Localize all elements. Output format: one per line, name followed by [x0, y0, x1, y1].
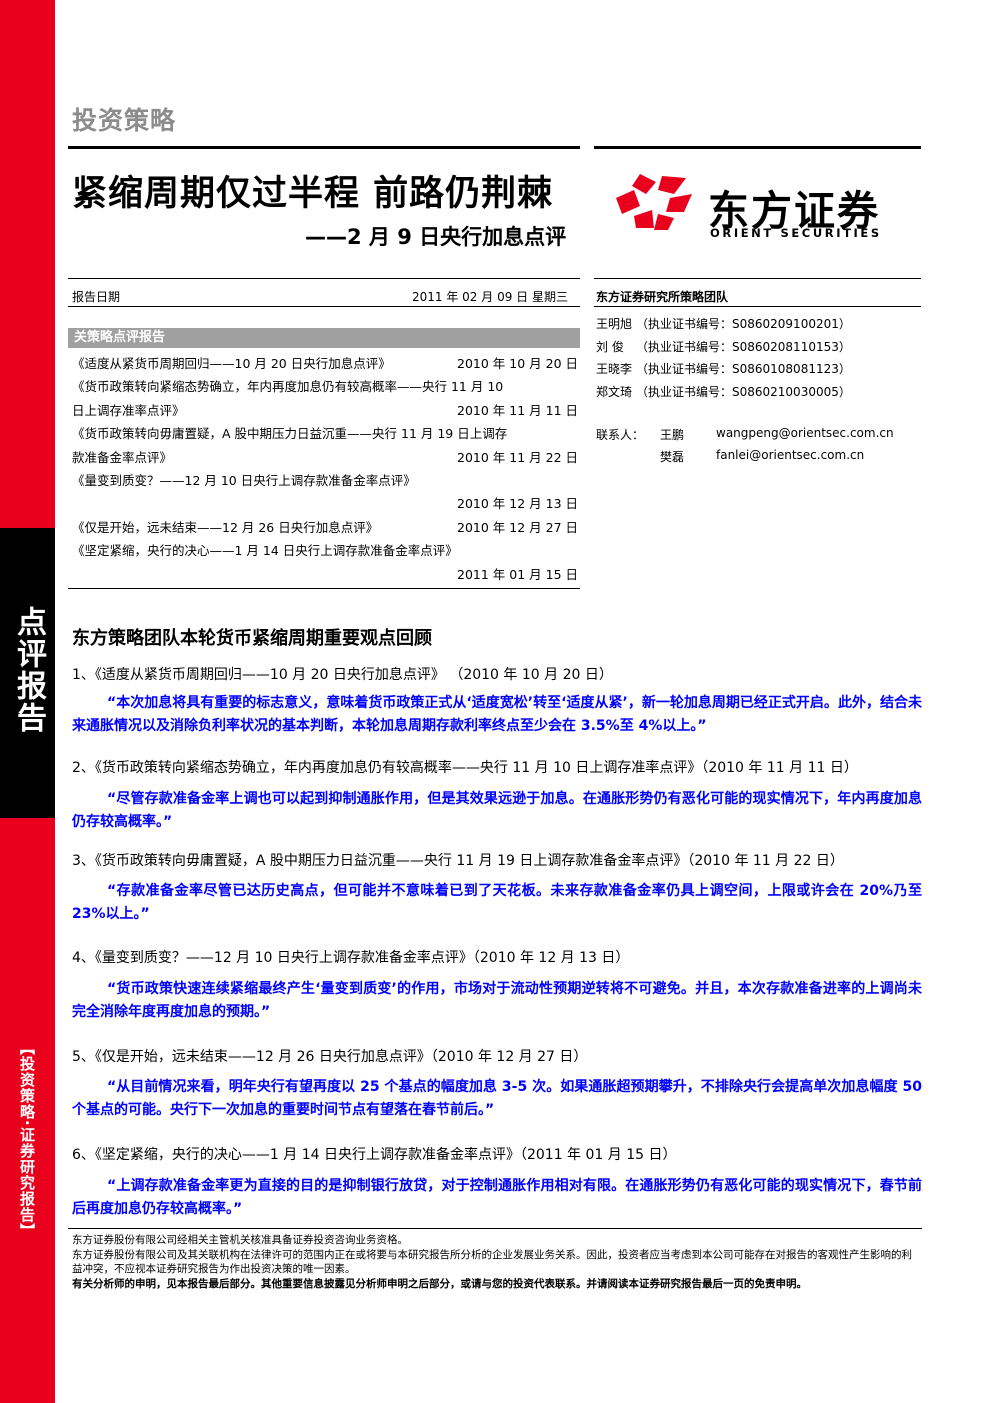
viewpoint-heading: 1、《适度从紧货币周期回归——10 月 20 日央行加息点评》 （2010 年 … — [72, 667, 613, 683]
section-title: 东方策略团队本轮货币紧缩周期重要观点回顾 — [72, 628, 432, 649]
report-category: 投资策略 — [72, 106, 177, 135]
related-report-line[interactable]: 《货币政策转向紧缩态势确立，年内再度加息仍有较高概率——央行 11 月 10 — [72, 375, 580, 398]
header-rule-right — [594, 146, 921, 149]
related-report-title: 《货币政策转向紧缩态势确立，年内再度加息仍有较高概率——央行 11 月 10 — [72, 379, 504, 395]
logo-name-en: ORIENT SECURITIES — [710, 226, 882, 240]
analyst-name: 郑文琦 — [596, 384, 633, 399]
disclaimer-line: 东方证券股份有限公司经相关主管机关核准具备证券投资咨询业务资格。 — [72, 1234, 408, 1246]
analyst-cert: （执业证书编号：S0860208110153） — [636, 339, 851, 354]
page-title: 紧缩周期仅过半程 前路仍荆棘 — [72, 174, 554, 214]
viewpoint-quote: “从目前情况来看，明年央行有望再度以 25 个基点的幅度加息 3-5 次。如果通… — [72, 1079, 922, 1118]
sidebar-black-band — [0, 528, 55, 818]
header-rule-left — [68, 146, 580, 149]
analyst-cert: （执业证书编号：S0860108081123） — [636, 362, 851, 376]
related-report-date: 2010 年 11 月 11 日 — [457, 402, 578, 418]
related-report-line[interactable]: 《量变到质变？——12 月 10 日央行上调存款准备金率点评》 — [72, 469, 580, 492]
related-report-date: 2010 年 12 月 13 日 — [457, 496, 578, 512]
contact-email-link[interactable]: fanlei@orientsec.com.cn — [716, 448, 865, 462]
contact-label: 联系人： — [596, 428, 645, 442]
related-report-title: 《适度从紧货币周期回归——10 月 20 日央行加息点评》 — [72, 356, 391, 371]
disclaimer: 东方证券股份有限公司经相关主管机关核准具备证券投资咨询业务资格。 东方证券股份有… — [72, 1233, 922, 1291]
page-subtitle: ——2 月 9 日央行加息点评 — [305, 225, 567, 249]
related-report-title: 《仅是开始，远未结束——12 月 26 日央行加息点评》 — [72, 519, 379, 535]
contact-name: 王鹏 — [660, 428, 685, 442]
analyst-entry: 王晓李（执业证书编号：S0860108081123） — [596, 358, 851, 381]
viewpoint-heading: 3、《货币政策转向毋庸置疑，A 股中期压力日益沉重——央行 11 月 19 日上… — [72, 853, 844, 869]
related-reports-header: 关策略点评报告 — [68, 328, 580, 348]
analyst-entry: 刘 俊 （执业证书编号：S0860208110153） — [596, 336, 851, 359]
team-rule — [594, 306, 921, 307]
analyst-cert: （执业证书编号：S0860209100201） — [636, 317, 851, 331]
report-date-value: 2011 年 02 月 09 日 星期三 — [412, 290, 568, 304]
contact-name: 樊磊 — [660, 450, 685, 464]
related-report-title: 《货币政策转向毋庸置疑，A 股中期压力日益沉重——央行 11 月 19 日上调存 — [72, 426, 508, 442]
viewpoint-heading: 6、《坚定紧缩，央行的决心——1 月 14 日央行上调存款准备金率点评》（201… — [72, 1147, 677, 1163]
related-report-date: 2010 年 11 月 22 日 — [457, 449, 578, 465]
related-report-date: 2010 年 12 月 27 日 — [457, 519, 578, 535]
viewpoint-heading: 4、《量变到质变？——12 月 10 日央行上调存款准备金率点评》（2010 年… — [72, 950, 630, 966]
related-report-line[interactable]: 《仅是开始，远未结束——12 月 26 日央行加息点评》 2010 年 12 月 … — [72, 516, 580, 539]
related-report-title: 款准备金率点评》 — [72, 449, 173, 465]
related-report-line[interactable]: 《坚定紧缩，央行的决心——1 月 14 日央行上调存款准备金率点评》 — [72, 539, 580, 562]
related-report-line[interactable]: 日上调存准率点评》 2010 年 11 月 11 日 — [72, 399, 580, 422]
analyst-name: 刘 俊 — [596, 339, 624, 354]
related-report-date: 2011 年 01 月 15 日 — [457, 566, 578, 582]
disclaimer-rule — [68, 1228, 922, 1229]
sidebar-red-band-bottom — [0, 818, 55, 1403]
analyst-list: 王明旭（执业证书编号：S0860209100201） 刘 俊 （执业证书编号：S0… — [596, 313, 851, 403]
related-report-title: 日上调存准率点评》 — [72, 402, 185, 418]
viewpoint-quote: “本次加息将具有重要的标志意义，意味着货币政策正式从‘适度宽松’转至‘适度从紧’… — [72, 695, 922, 734]
viewpoint-heading: 5、《仅是开始，远未结束——12 月 26 日央行加息点评》（2010 年 12… — [72, 1049, 588, 1065]
analyst-entry: 王明旭（执业证书编号：S0860209100201） — [596, 313, 851, 336]
sidebar-red-band — [0, 0, 55, 528]
analyst-name: 王晓李 — [596, 362, 633, 376]
analyst-entry: 郑文琦（执业证书编号：S0860210030005） — [596, 381, 851, 404]
related-report-line[interactable]: 《货币政策转向毋庸置疑，A 股中期压力日益沉重——央行 11 月 19 日上调存 — [72, 422, 580, 445]
sidebar-report-type-label: 点评报告 — [11, 606, 46, 734]
logo-name-cn: 东方证券 — [708, 187, 880, 235]
related-report-title: 《坚定紧缩，央行的决心——1 月 14 日央行上调存款准备金率点评》 — [72, 543, 458, 559]
related-report-line[interactable]: 2011 年 01 月 15 日 — [72, 563, 580, 586]
disclaimer-line: 有关分析师的申明，见本报告最后部分。其他重要信息披露见分析师申明之后部分，或请与… — [72, 1277, 807, 1290]
related-report-line[interactable]: 2010 年 12 月 13 日 — [72, 492, 580, 515]
sidebar-report-category-label: 【投资策略·证券研究报告】 — [18, 1040, 36, 1239]
related-reports-list: 《适度从紧货币周期回归——10 月 20 日央行加息点评》 2010 年 10 月… — [72, 352, 580, 586]
team-title: 东方证券研究所策略团队 — [596, 290, 729, 304]
meta-rule-right — [594, 278, 921, 279]
meta-rule-left — [68, 278, 580, 279]
disclaimer-line: 东方证券股份有限公司及其关联机构在法律许可的范围内正在或将要与本研究报告所分析的… — [72, 1248, 912, 1276]
analyst-cert: （执业证书编号：S0860210030005） — [636, 384, 851, 399]
contact-email-link[interactable]: wangpeng@orientsec.com.cn — [716, 426, 894, 440]
date-rule — [68, 306, 580, 307]
viewpoint-heading: 2、《货币政策转向紧缩态势确立，年内再度加息仍有较高概率——央行 11 月 10… — [72, 760, 858, 776]
viewpoint-quote: “存款准备金率尽管已达历史高点，但可能并不意味着已到了天花板。未来存款准备金率仍… — [72, 883, 922, 922]
related-rule-bottom — [68, 588, 580, 589]
related-report-line[interactable]: 《适度从紧货币周期回归——10 月 20 日央行加息点评》 2010 年 10 月… — [72, 352, 580, 375]
related-report-line[interactable]: 款准备金率点评》 2010 年 11 月 22 日 — [72, 446, 580, 469]
viewpoint-quote: “尽管存款准备金率上调也可以起到抑制通胀作用，但是其效果远逊于加息。在通胀形势仍… — [72, 791, 922, 830]
related-report-date: 2010 年 10 月 20 日 — [457, 356, 578, 371]
viewpoint-quote: “上调存款准备金率更为直接的目的是抑制银行放贷，对于控制通胀作用相对有限。在通胀… — [72, 1178, 922, 1217]
orient-securities-logo-icon — [616, 174, 692, 230]
related-report-title: 《量变到质变？——12 月 10 日央行上调存款准备金率点评》 — [72, 472, 416, 488]
report-date-label: 报告日期 — [72, 290, 121, 304]
analyst-name: 王明旭 — [596, 317, 633, 331]
viewpoint-quote: “货币政策快速连续紧缩最终产生‘量变到质变’的作用，市场对于流动性预期逆转将不可… — [72, 981, 922, 1020]
